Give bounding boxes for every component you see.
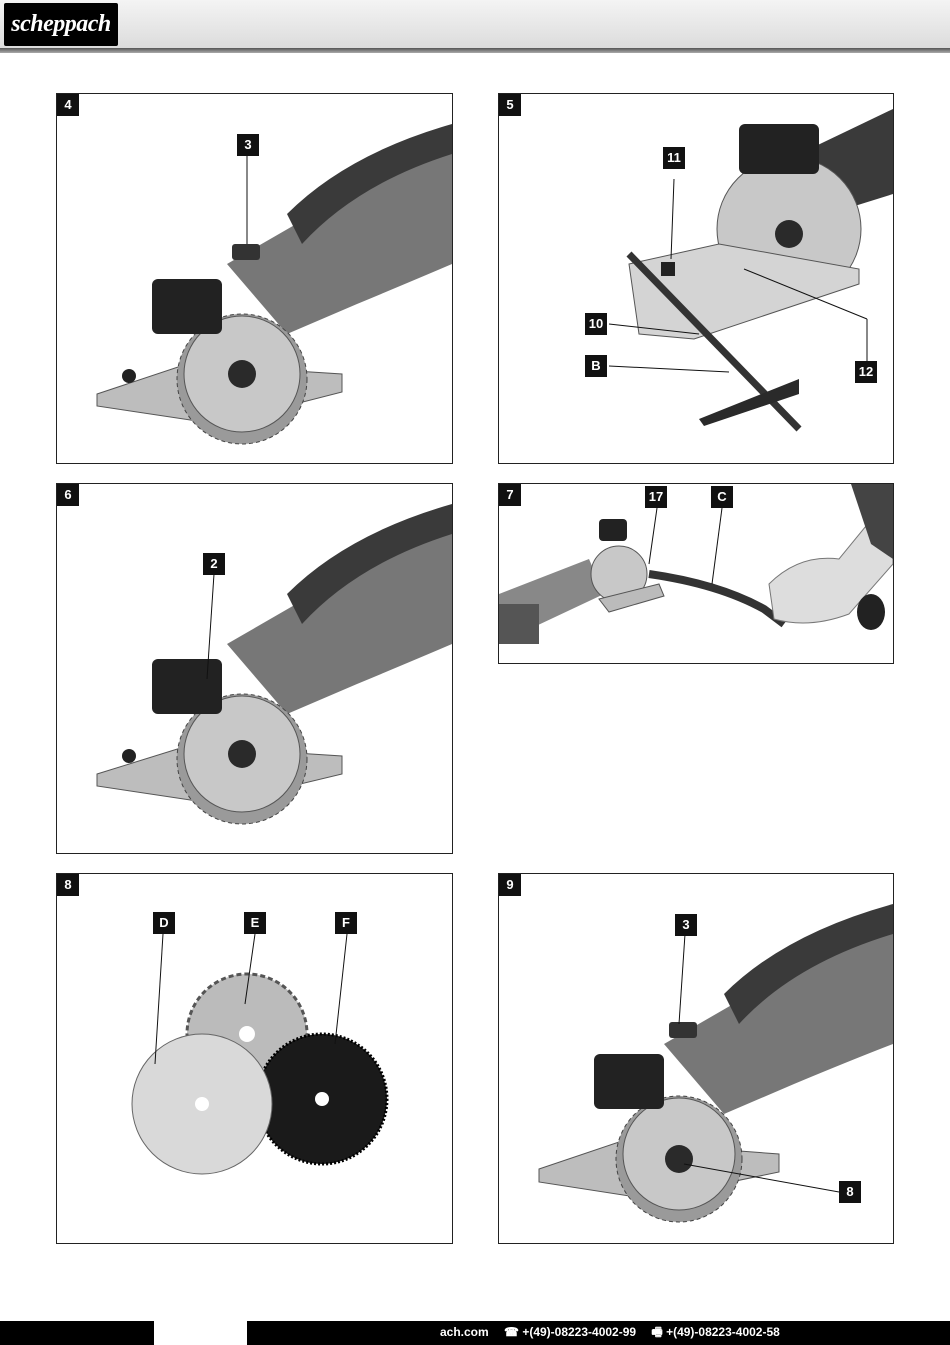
figure-number: 9 [499, 874, 521, 896]
saw-blades-illustration [131, 933, 389, 1175]
callout-label: D [153, 912, 175, 934]
figure-5-panel: 5 11 10 B 12 [498, 93, 894, 464]
figure-number: 6 [57, 484, 79, 506]
saw-with-suction-hose-illustration [499, 484, 893, 644]
callout-label: B [585, 355, 607, 377]
figure-4-panel: 4 3 [56, 93, 453, 464]
callout-label: 12 [855, 361, 877, 383]
figure-9-panel: 9 3 8 [498, 873, 894, 1244]
figure-6-panel: 6 2 [56, 483, 453, 854]
callout-label: 17 [645, 486, 667, 508]
saw-illustration [96, 124, 452, 445]
saw-illustration [538, 904, 893, 1223]
footer-bar: ach.com ☎ +(49)-08223-4002-99 🖷 +(49)-08… [0, 1321, 950, 1345]
callout-label: F [335, 912, 357, 934]
saw-with-guide-illustration [608, 109, 893, 432]
header-rule [0, 48, 950, 53]
callout-label: 10 [585, 313, 607, 335]
phone-number: ☎ +(49)-08223-4002-99 [504, 1325, 637, 1339]
website-link[interactable]: ach.com [440, 1325, 489, 1339]
figure-number: 7 [499, 484, 521, 506]
footer-contact: ach.com ☎ +(49)-08223-4002-99 🖷 +(49)-08… [440, 1321, 792, 1345]
brand-logo: scheppach [4, 3, 118, 46]
footer-gap [154, 1321, 247, 1345]
figure-7-panel: 7 17 C [498, 483, 894, 664]
figure-number: 5 [499, 94, 521, 116]
figure-8-panel: 8 D E F [56, 873, 453, 1244]
callout-label: 8 [839, 1181, 861, 1203]
callout-label: 11 [663, 147, 685, 169]
saw-illustration [96, 504, 452, 825]
fax-number: 🖷 +(49)-08223-4002-58 [651, 1325, 780, 1339]
header-band [0, 0, 950, 48]
callout-label: 3 [237, 134, 259, 156]
figure-number: 8 [57, 874, 79, 896]
figure-number: 4 [57, 94, 79, 116]
callout-label: E [244, 912, 266, 934]
callout-label: 3 [675, 914, 697, 936]
callout-label: 2 [203, 553, 225, 575]
callout-label: C [711, 486, 733, 508]
